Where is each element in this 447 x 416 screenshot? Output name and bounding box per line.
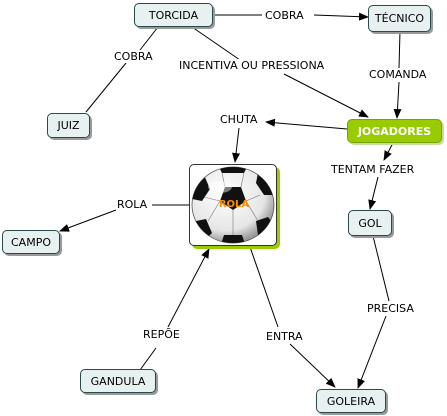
node-jogadores[interactable]: JOGADORES xyxy=(347,119,442,143)
node-goleira[interactable]: GOLEIRA xyxy=(316,389,386,413)
link-label-entra: ENTRA xyxy=(265,330,304,343)
link-label-chuta: CHUTA xyxy=(219,113,259,126)
soccer-ball-icon xyxy=(191,166,275,244)
node-campo[interactable]: CAMPO xyxy=(2,230,60,254)
edge-repoe-rola xyxy=(167,248,210,328)
edge-torcida-incentiva xyxy=(191,26,241,61)
link-label-rola: ROLA xyxy=(116,198,149,211)
edge-rola-campo xyxy=(59,209,117,232)
edge-incentiva-jogadores xyxy=(283,73,369,118)
node-torcida[interactable]: TORCIDA xyxy=(134,3,213,27)
edge-jogadores-chuta xyxy=(265,118,348,130)
edge-comanda-jogadores xyxy=(393,81,402,119)
link-label-cobra-top: COBRA xyxy=(264,9,305,22)
node-gol[interactable]: GOL xyxy=(348,210,392,236)
edge-rola-entra xyxy=(249,246,279,328)
node-gandula[interactable]: GANDULA xyxy=(80,369,156,393)
link-label-cobra-left: COBRA xyxy=(113,50,154,63)
node-rola-ball[interactable]: ROLA xyxy=(189,164,277,246)
link-label-incentiva: INCENTIVA OU PRESSIONA xyxy=(178,59,326,72)
edge-entra-goleira xyxy=(289,343,336,388)
link-label-precisa: PRECISA xyxy=(366,302,415,315)
edge-cobra-juiz xyxy=(85,62,127,113)
edge-torcida-cobra-left xyxy=(139,26,159,51)
edge-jogadores-tentam xyxy=(383,142,394,161)
node-juiz[interactable]: JUIZ xyxy=(47,113,90,138)
edge-precisa-goleira xyxy=(357,315,387,389)
ball-caption-rola: ROLA xyxy=(218,199,250,210)
edge-chuta-rola xyxy=(232,127,241,163)
edge-tecnico-comanda xyxy=(398,30,401,69)
edge-gol-precisa xyxy=(372,235,390,302)
edge-gandula-repoe xyxy=(139,347,157,371)
edge-cobra-tecnico xyxy=(313,12,369,21)
link-label-repoe: REPÕE xyxy=(142,328,181,341)
link-label-comanda: COMANDA xyxy=(368,68,428,81)
node-tecnico[interactable]: TÉCNICO xyxy=(368,5,431,32)
edge-tentam-gol xyxy=(368,176,379,210)
link-label-tentam-fazer: TENTAM FAZER xyxy=(330,163,416,176)
